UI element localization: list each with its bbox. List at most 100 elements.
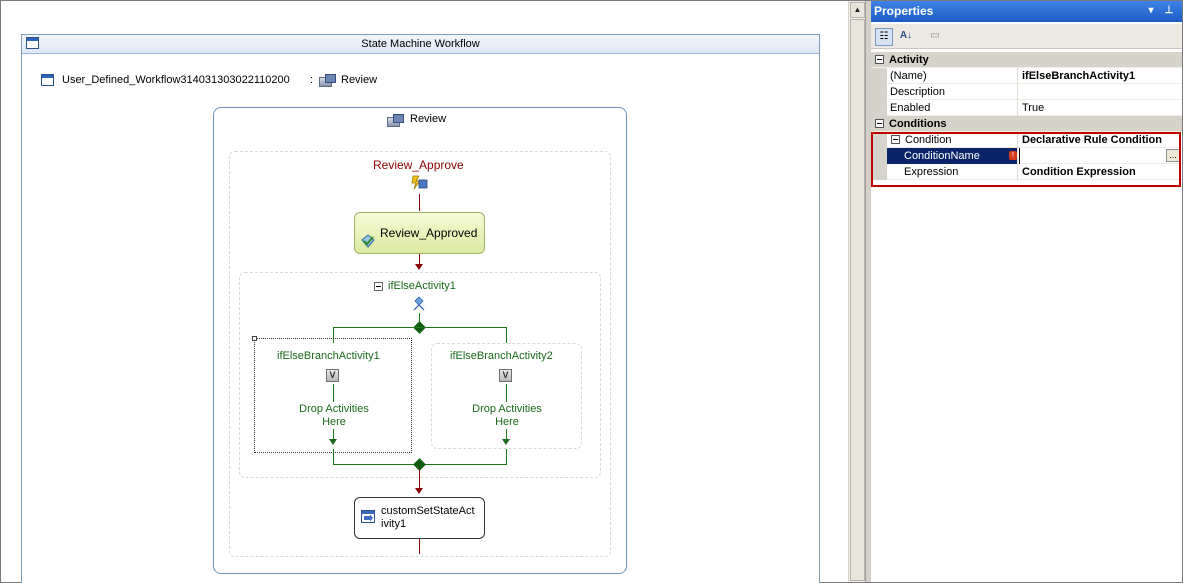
connector bbox=[506, 327, 507, 343]
categorized-button[interactable]: ☷ bbox=[875, 28, 893, 46]
property-row-condition[interactable]: Condition Declarative Rule Condition bbox=[871, 132, 1182, 148]
alphabetical-button[interactable]: A↓ bbox=[899, 30, 913, 41]
branch1-name: ifElseBranchActivity1 bbox=[277, 350, 380, 362]
drop-activities-text: Drop Activities Here bbox=[464, 403, 550, 429]
collapse-icon[interactable] bbox=[891, 135, 900, 144]
property-row-enabled[interactable]: Enabled True bbox=[871, 100, 1182, 116]
approved-activity-icon bbox=[360, 225, 376, 248]
category-conditions[interactable]: Conditions bbox=[871, 116, 1182, 132]
property-name: ConditionName bbox=[887, 148, 1018, 164]
condition-icon: V bbox=[326, 369, 339, 382]
review-approved-activity[interactable]: Review_Approved bbox=[354, 212, 485, 254]
property-pages-button[interactable]: ▭ bbox=[930, 30, 940, 41]
error-icon: ! bbox=[1009, 151, 1017, 160]
connector bbox=[419, 469, 420, 488]
panel-splitter[interactable] bbox=[865, 1, 871, 582]
row-gutter bbox=[871, 148, 887, 164]
connector bbox=[333, 327, 507, 328]
property-name: Condition bbox=[887, 132, 1018, 148]
category-activity[interactable]: Activity bbox=[871, 52, 1182, 68]
ellipsis-button[interactable]: ... bbox=[1166, 149, 1180, 162]
connector bbox=[419, 313, 420, 323]
state-icon bbox=[319, 74, 336, 87]
custom-set-state-label: customSetStateAct ivity1 bbox=[381, 505, 475, 531]
set-state-icon bbox=[361, 510, 375, 523]
scroll-up-button[interactable]: ▲ bbox=[850, 2, 865, 18]
ifelse-branch-2[interactable] bbox=[431, 343, 582, 449]
label-line-1: customSetStateAct bbox=[381, 505, 475, 517]
properties-title-bar: Properties ▾ ⊥ bbox=[871, 1, 1182, 22]
drop-activities-text: Drop Activities Here bbox=[291, 403, 377, 429]
property-value[interactable]: ifElseBranchActivity1 bbox=[1022, 70, 1136, 82]
workflow-name[interactable]: User_Defined_Workflow314031303022110200 bbox=[62, 74, 290, 86]
row-gutter bbox=[871, 164, 887, 180]
workflow-icon bbox=[41, 74, 54, 86]
drop-line-2: Here bbox=[322, 416, 346, 428]
row-gutter bbox=[871, 132, 887, 148]
connector bbox=[333, 449, 334, 464]
connector bbox=[506, 449, 507, 464]
connector bbox=[419, 254, 420, 264]
row-gutter bbox=[871, 84, 887, 100]
ifelse-branch-icon bbox=[410, 296, 428, 312]
workflow-designer-canvas[interactable]: State Machine Workflow User_Defined_Work… bbox=[1, 1, 848, 583]
property-value[interactable]: True bbox=[1022, 102, 1045, 114]
drop-line-1: Drop Activities bbox=[472, 403, 542, 415]
connector bbox=[333, 327, 334, 343]
property-value[interactable]: Declarative Rule Condition bbox=[1022, 134, 1162, 146]
connector-arrow bbox=[415, 264, 423, 270]
property-row-conditionname[interactable]: ConditionName ! ... bbox=[871, 148, 1182, 164]
label-line-2: ivity1 bbox=[381, 518, 407, 530]
drop-line-2: Here bbox=[495, 416, 519, 428]
category-label: Activity bbox=[889, 54, 929, 66]
window-icon bbox=[26, 37, 39, 49]
category-label: Conditions bbox=[889, 118, 947, 130]
property-name: (Name) bbox=[887, 68, 1018, 84]
property-name: Expression bbox=[887, 164, 1018, 180]
properties-title: Properties bbox=[874, 4, 934, 18]
property-name: Enabled bbox=[887, 100, 1018, 116]
dropdown-icon[interactable]: ▾ bbox=[1148, 5, 1154, 16]
conditionname-input[interactable] bbox=[1019, 148, 1182, 164]
scroll-thumb[interactable] bbox=[850, 19, 865, 581]
property-grid: Activity (Name) ifElseBranchActivity1 De… bbox=[871, 52, 1182, 180]
review-state-title: Review bbox=[410, 113, 447, 125]
property-row-expression[interactable]: Expression Condition Expression bbox=[871, 164, 1182, 180]
connector bbox=[506, 384, 507, 402]
collapse-icon[interactable] bbox=[374, 282, 383, 291]
condition-icon: V bbox=[499, 369, 512, 382]
property-row-description[interactable]: Description bbox=[871, 84, 1182, 100]
connector-arrow bbox=[502, 439, 510, 445]
pin-icon[interactable]: ⊥ bbox=[1164, 5, 1174, 16]
branch2-name: ifElseBranchActivity2 bbox=[450, 350, 553, 362]
property-value[interactable] bbox=[1019, 84, 1182, 100]
drop-line-1: Drop Activities bbox=[299, 403, 369, 415]
selection-handle[interactable] bbox=[252, 336, 257, 341]
breadcrumb-state[interactable]: Review bbox=[341, 74, 378, 86]
property-row-name[interactable]: (Name) ifElseBranchActivity1 bbox=[871, 68, 1182, 84]
approved-activity-label: Review_Approved bbox=[380, 226, 478, 240]
connector bbox=[333, 429, 334, 439]
property-value[interactable]: Condition Expression bbox=[1022, 166, 1136, 178]
collapse-icon[interactable] bbox=[875, 55, 884, 64]
event-driven-container[interactable] bbox=[229, 151, 611, 557]
connector bbox=[506, 429, 507, 439]
properties-panel: Properties ▾ ⊥ ☷ A↓ ▭ Activity (Name) if… bbox=[871, 1, 1182, 582]
ifelse-container[interactable] bbox=[239, 272, 601, 478]
breadcrumb-separator: : bbox=[310, 74, 314, 86]
event-lightning-icon bbox=[410, 175, 428, 191]
connector-arrow bbox=[329, 439, 337, 445]
connector bbox=[419, 539, 420, 554]
designer-vertical-scrollbar[interactable]: ▲ bbox=[848, 1, 865, 582]
connector bbox=[419, 194, 420, 211]
properties-toolbar: ☷ A↓ ▭ bbox=[871, 24, 1182, 49]
ifelse-name: ifElseActivity1 bbox=[388, 280, 456, 292]
row-gutter bbox=[871, 68, 887, 84]
connector-arrow bbox=[415, 488, 423, 494]
collapse-icon[interactable] bbox=[875, 119, 884, 128]
row-gutter bbox=[871, 100, 887, 116]
event-driven-name: Review_Approve bbox=[373, 158, 464, 172]
custom-set-state-activity[interactable]: customSetStateAct ivity1 bbox=[354, 497, 485, 539]
state-machine-header: State Machine Workflow bbox=[22, 35, 819, 54]
property-name: Description bbox=[887, 84, 1018, 100]
